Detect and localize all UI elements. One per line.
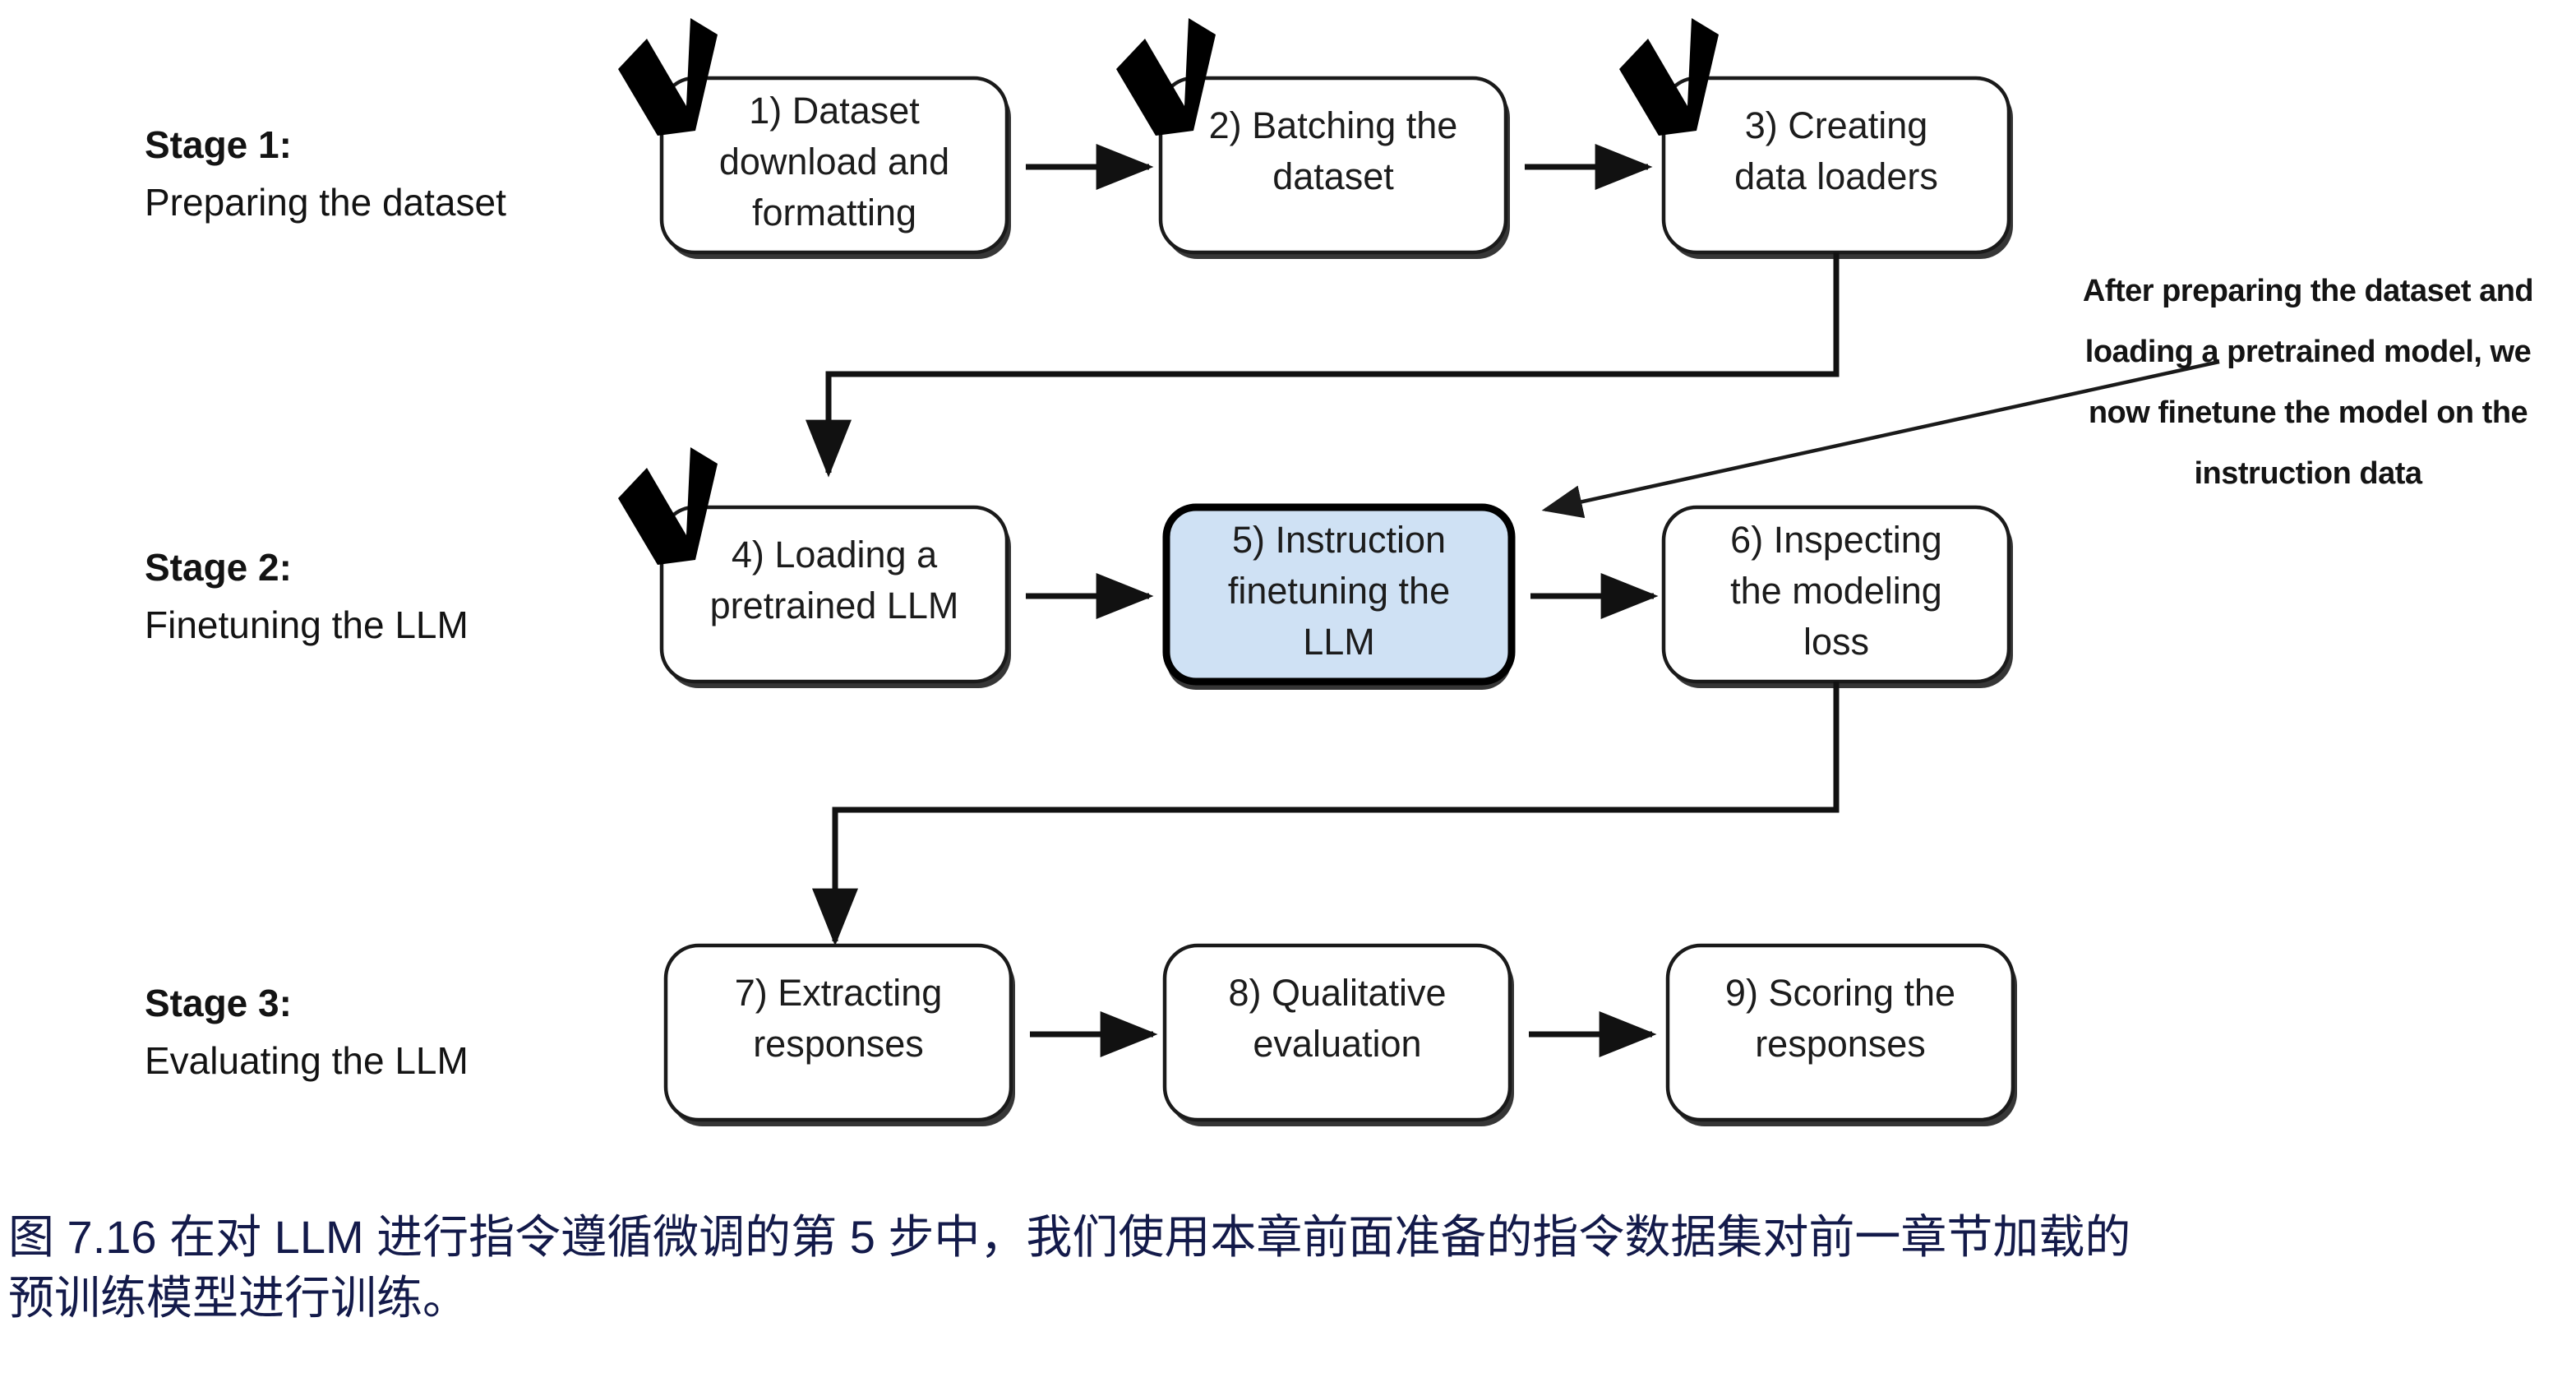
- annotation-text-block: After preparing the dataset and loading …: [2083, 274, 2534, 491]
- stage-3-subtitle: Evaluating the LLM: [145, 1039, 469, 1082]
- node-9-label-line1: 9) Scoring the: [1725, 972, 1955, 1014]
- stage-2-subtitle: Finetuning the LLM: [145, 603, 469, 646]
- connector-node3-to-node4: [806, 252, 1840, 478]
- stage-1-label-group: Stage 1: Preparing the dataset: [145, 123, 506, 224]
- node-9-box[interactable]: [1665, 943, 2015, 1122]
- node-6-label-line1: 6) Inspecting: [1730, 519, 1942, 561]
- stage-2-title: Stage 2:: [145, 546, 292, 589]
- node-4-loading-a-pretrained-llm[interactable]: 4) Loading a pretrained LLM: [618, 447, 1011, 688]
- node-4-label-line2: pretrained LLM: [710, 585, 959, 626]
- node-8-box[interactable]: [1162, 943, 1512, 1122]
- node-9-label-line2: responses: [1755, 1023, 1926, 1065]
- annotation-line-3: now finetune the model on the: [2089, 395, 2528, 430]
- stage-3-title: Stage 3:: [145, 982, 292, 1024]
- annotation-line-1: After preparing the dataset and: [2083, 274, 2533, 308]
- node-5-label-line2: finetuning the: [1228, 570, 1450, 612]
- node-8-label-line1: 8) Qualitative: [1228, 972, 1446, 1014]
- node-1-label-line2: download and: [719, 141, 949, 183]
- node-7-label-line2: responses: [753, 1023, 924, 1065]
- node-7-box[interactable]: [663, 943, 1013, 1122]
- node-5-label-line3: LLM: [1303, 621, 1375, 663]
- stage-1-subtitle: Preparing the dataset: [145, 181, 506, 224]
- node-6-label-line2: the modeling: [1730, 570, 1942, 612]
- node-2-label-line1: 2) Batching the: [1209, 104, 1458, 146]
- stage-3-label-group: Stage 3: Evaluating the LLM: [145, 982, 469, 1082]
- node-1-checkmark-icon: [618, 18, 718, 136]
- node-1-label-line3: formatting: [752, 192, 916, 233]
- caption-line-2: 预训练模型进行训练。: [8, 1271, 469, 1324]
- node-1-label-line1: 1) Dataset: [749, 90, 920, 132]
- node-8-qualitative-evaluation[interactable]: 8) Qualitative evaluation: [1162, 943, 1514, 1126]
- node-5-instruction-finetuning-the-llm[interactable]: 5) Instruction finetuning the LLM: [1162, 503, 1516, 690]
- node-4-box[interactable]: [659, 505, 1009, 684]
- node-7-label-line1: 7) Extracting: [735, 972, 943, 1014]
- node-5-label-line1: 5) Instruction: [1232, 519, 1446, 561]
- node-1-dataset-download-and-formatting[interactable]: 1) Dataset download and formatting: [618, 18, 1011, 259]
- node-5-box[interactable]: [1162, 503, 1516, 686]
- node-7-extracting-responses[interactable]: 7) Extracting responses: [663, 943, 1015, 1126]
- node-1-box[interactable]: [659, 76, 1009, 255]
- node-3-checkmark-icon: [1619, 18, 1719, 136]
- node-3-creating-data-loaders[interactable]: 3) Creating data loaders: [1619, 18, 2013, 259]
- annotation-line-4: instruction data: [2194, 456, 2422, 491]
- stage-1-title: Stage 1:: [145, 123, 292, 166]
- node-6-label-line3: loss: [1803, 621, 1869, 663]
- node-2-box[interactable]: [1158, 76, 1508, 255]
- connector-node6-to-node7: [812, 682, 1840, 946]
- node-4-checkmark-icon: [618, 447, 718, 565]
- node-2-batching-the-dataset[interactable]: 2) Batching the dataset: [1116, 18, 1510, 259]
- node-4-label-line1: 4) Loading a: [732, 534, 938, 576]
- node-2-checkmark-icon: [1116, 18, 1216, 136]
- caption-line-1: 图 7.16 在对 LLM 进行指令遵循微调的第 5 步中，我们使用本章前面准备…: [8, 1211, 2131, 1263]
- node-8-label-line2: evaluation: [1253, 1023, 1421, 1065]
- figure-caption: 图 7.16 在对 LLM 进行指令遵循微调的第 5 步中，我们使用本章前面准备…: [8, 1207, 2556, 1329]
- annotation-line-2: loading a pretrained model, we: [2085, 335, 2531, 369]
- node-3-label-line1: 3) Creating: [1745, 104, 1928, 146]
- node-6-inspecting-the-modeling-loss[interactable]: 6) Inspecting the modeling loss: [1661, 505, 2013, 688]
- annotation-pointer-arrow: [1541, 359, 2220, 519]
- stage-2-label-group: Stage 2: Finetuning the LLM: [145, 546, 469, 646]
- node-9-scoring-the-responses[interactable]: 9) Scoring the responses: [1665, 943, 2017, 1126]
- node-3-label-line2: data loaders: [1734, 155, 1938, 197]
- node-2-label-line2: dataset: [1272, 155, 1394, 197]
